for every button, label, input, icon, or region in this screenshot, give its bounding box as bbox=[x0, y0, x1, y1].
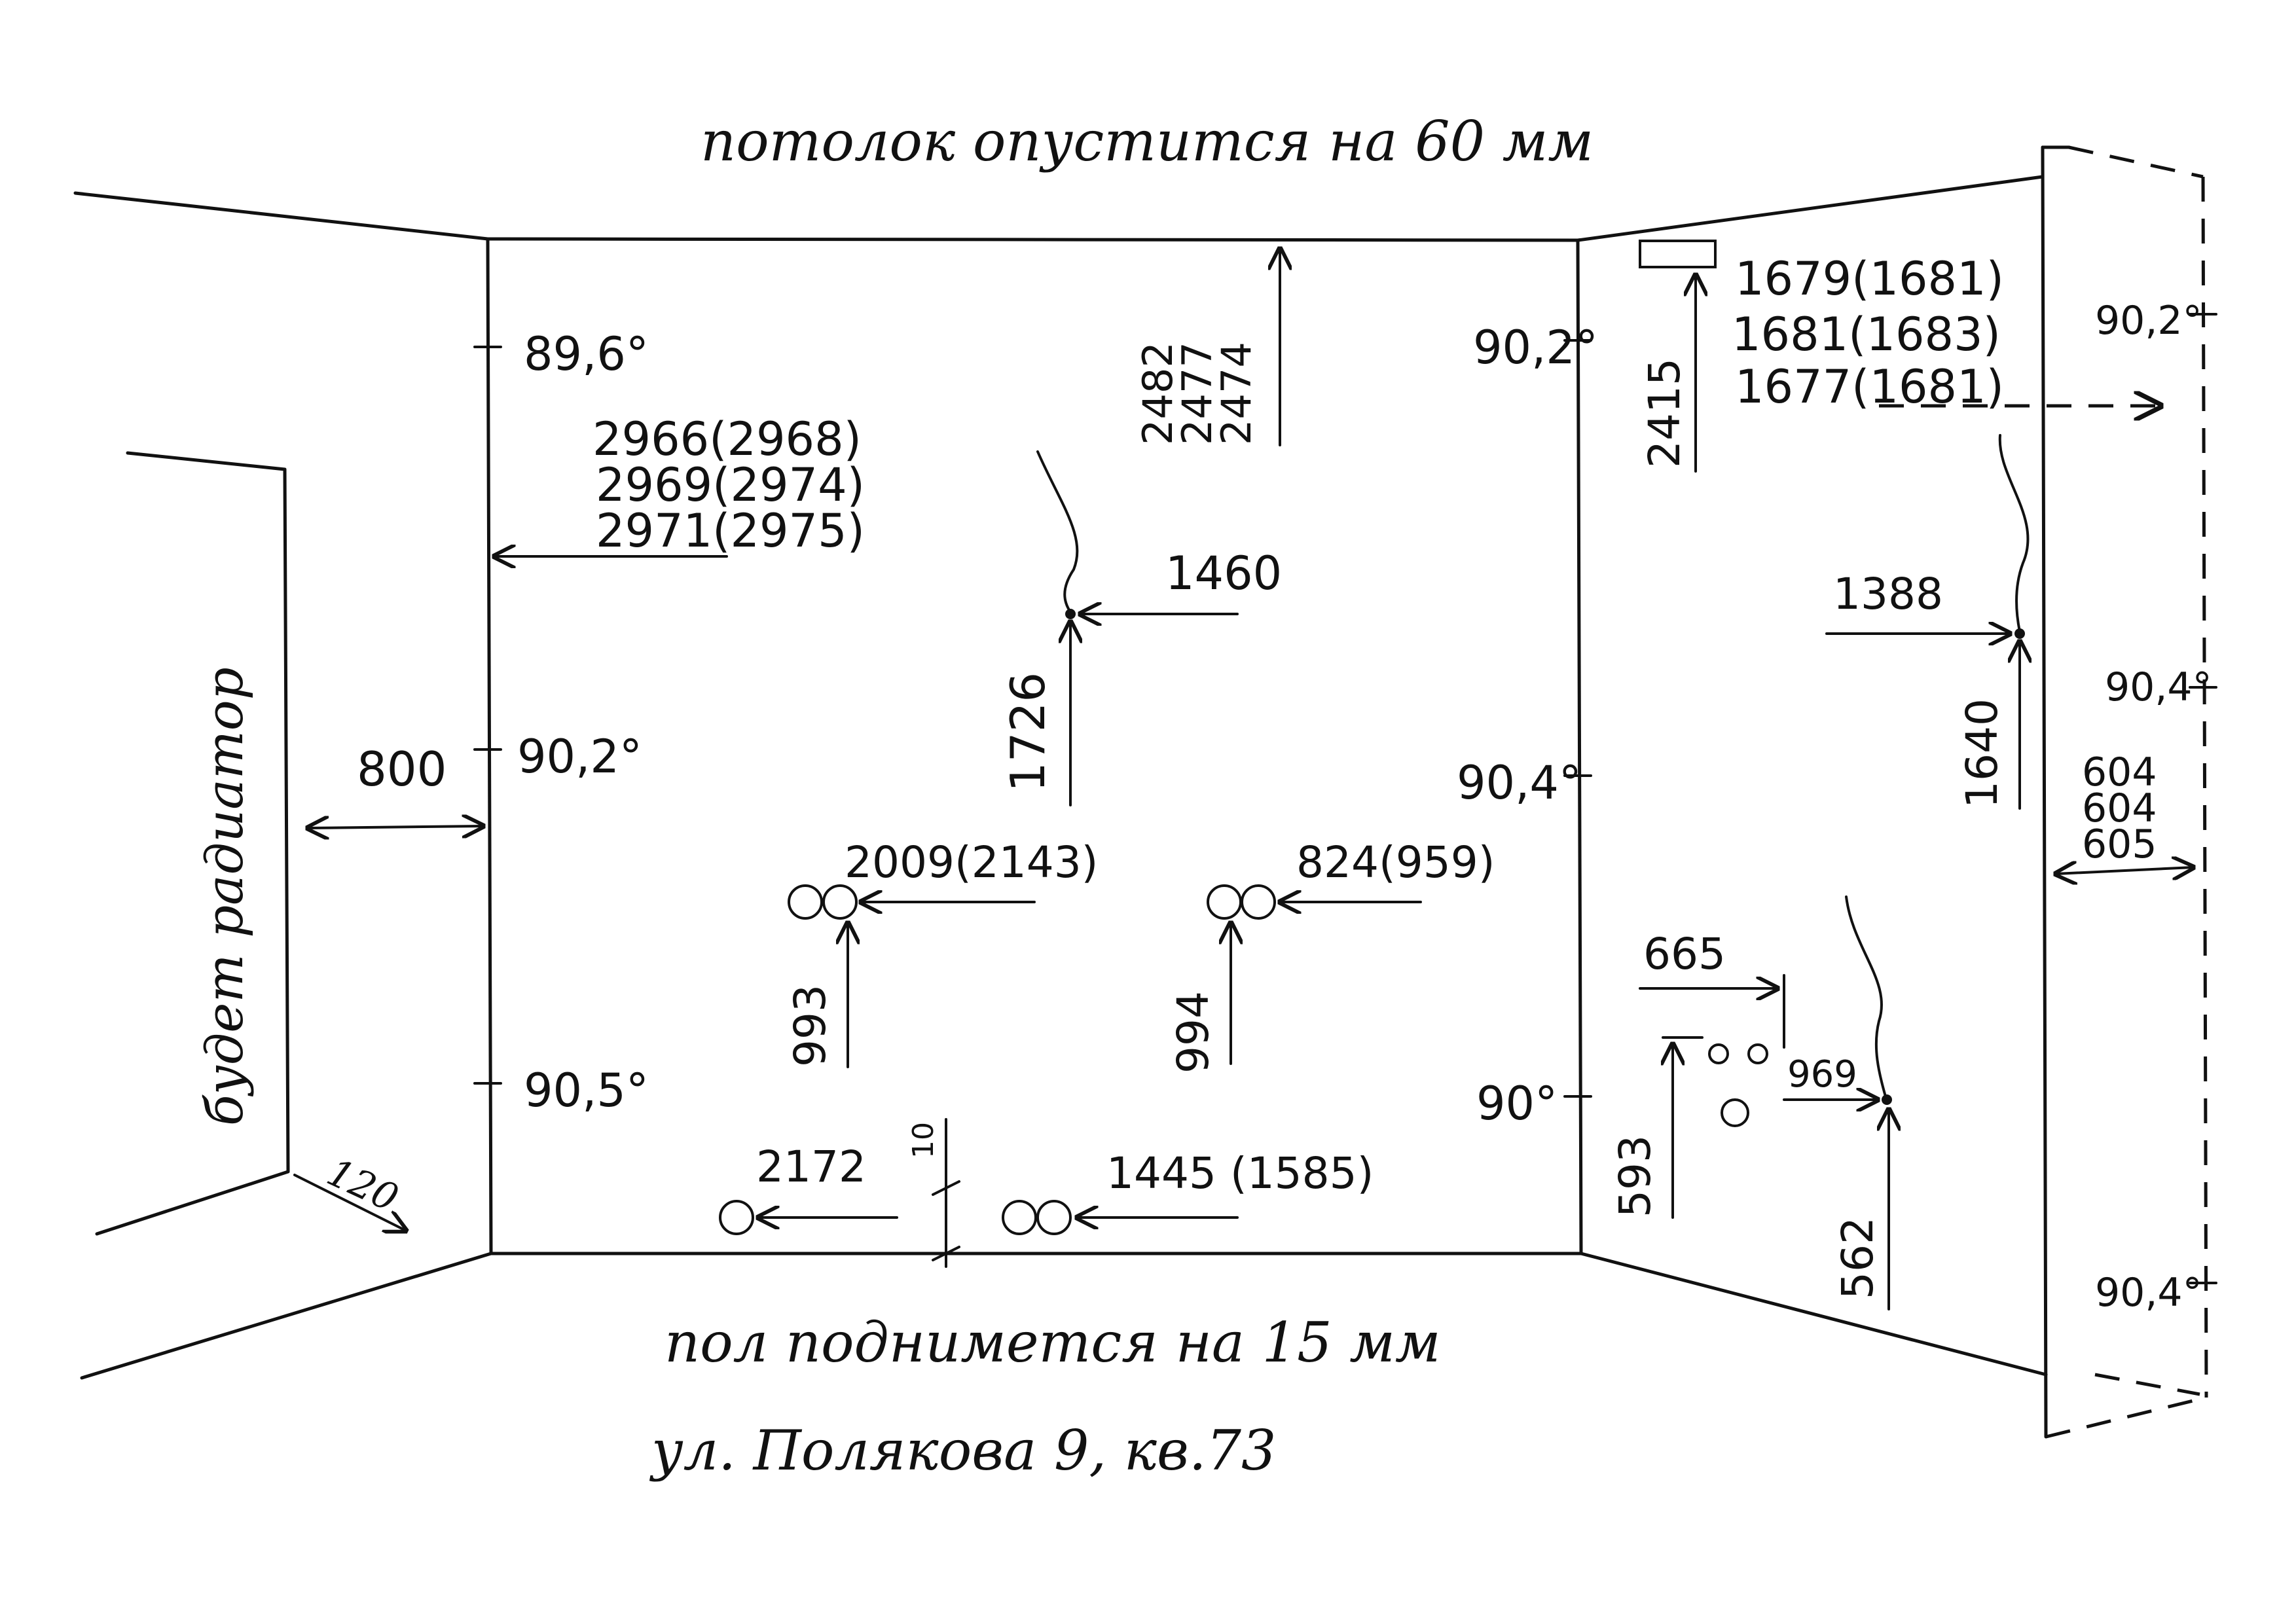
outlet-1388: 1388 1640 bbox=[1825, 434, 2030, 810]
dim-824: 824(959) bbox=[1296, 837, 1495, 888]
right-wall-sockets: 665 593 969 562 bbox=[1610, 895, 1892, 1310]
box-left-edge bbox=[2041, 145, 2048, 1439]
ceiling-note: потолок опустится на 60 мм bbox=[701, 109, 1594, 173]
angle-90-4-mid: 90,4° bbox=[1457, 756, 1582, 810]
pipes-2009: 2009(2143) 993 bbox=[785, 837, 1098, 1068]
socket-1 bbox=[1708, 1043, 1729, 1064]
left-wall-top-edge bbox=[73, 191, 490, 241]
step-tick-bottom bbox=[932, 1246, 960, 1261]
angle-90-2-right: 90,2° bbox=[1473, 321, 1598, 374]
dim-1388: 1388 bbox=[1833, 569, 1943, 619]
left-corner-angles: 89,6° 90,2° 90,5° bbox=[473, 327, 649, 1117]
pipe-single bbox=[719, 1200, 754, 1235]
pipe-left bbox=[1207, 884, 1242, 920]
box-right-edge bbox=[2201, 176, 2208, 1398]
back-wall-left-corner bbox=[486, 237, 493, 1255]
pipe-right bbox=[1036, 1200, 1072, 1235]
dim-969: 969 bbox=[1787, 1053, 1857, 1096]
angle-90-4-far2: 90,4° bbox=[2095, 1270, 2202, 1316]
dim-1640: 1640 bbox=[1957, 698, 2007, 808]
left-wall-bottom-edge bbox=[80, 1252, 493, 1380]
height-1: 2966(2968) bbox=[592, 412, 862, 466]
wire-curve bbox=[1036, 450, 1079, 613]
dim-993: 993 bbox=[785, 984, 835, 1067]
arrow-604 bbox=[2056, 867, 2193, 874]
dim-665: 665 bbox=[1643, 929, 1726, 979]
right-corner-angles: 90,2° 90,4° 90° bbox=[1457, 321, 1598, 1130]
step-tick-top bbox=[932, 1180, 960, 1196]
angle-90-2-left: 90,2° bbox=[517, 730, 642, 784]
dim-800-arrow bbox=[308, 826, 483, 828]
socket-2 bbox=[1747, 1043, 1768, 1064]
pipe-right bbox=[1241, 884, 1276, 920]
right-wall-floor bbox=[1579, 1252, 2048, 1377]
floor-pipes: 2172 10 1445 (1585) bbox=[719, 1118, 1374, 1268]
angle-90-5: 90,5° bbox=[524, 1064, 649, 1117]
right-wall-height-block: 1679(1681) 1681(1683) 1677(1681) 2415 bbox=[1639, 252, 2160, 473]
dim-994: 994 bbox=[1168, 991, 1218, 1074]
height-3: 2971(2975) bbox=[596, 504, 865, 558]
col-height-2: 2477 bbox=[1173, 342, 1221, 445]
floor-note: пол поднимется на 15 мм bbox=[665, 1310, 1441, 1375]
height-2: 2969(2974) bbox=[596, 458, 865, 512]
ceiling-beam bbox=[1639, 240, 1717, 268]
wire-curve bbox=[1998, 434, 2030, 633]
room-height-block: 2966(2968) 2969(2974) 2971(2975) bbox=[494, 412, 865, 558]
far-2: 604 bbox=[2082, 785, 2157, 831]
column-height-block: 2482 2477 2474 bbox=[1134, 249, 1280, 446]
box-floor-dashed bbox=[2094, 1373, 2200, 1396]
rh-2: 1681(1683) bbox=[1732, 308, 2001, 361]
right-wall-ceiling bbox=[1576, 175, 2045, 242]
back-wall-right-corner bbox=[1576, 238, 1583, 1255]
pipe-left bbox=[1002, 1200, 1037, 1235]
box-top-dashed bbox=[2068, 145, 2204, 179]
radiator-note: будет радиатор bbox=[196, 667, 255, 1126]
pipe-right bbox=[822, 884, 858, 920]
dim-593: 593 bbox=[1610, 1135, 1660, 1218]
dim-10: 10 bbox=[907, 1122, 940, 1159]
angle-90-2-far: 90,2° bbox=[2095, 298, 2202, 344]
right-wall-box bbox=[2041, 145, 2208, 1439]
rh-3: 1677(1681) bbox=[1735, 360, 2004, 414]
doorway-depth-arrow bbox=[293, 1174, 406, 1231]
pipes-824: 824(959) 994 bbox=[1168, 837, 1495, 1074]
dim-1726: 1726 bbox=[1000, 672, 1055, 792]
dim-1460: 1460 bbox=[1165, 547, 1282, 600]
wire-curve bbox=[1845, 895, 1887, 1098]
outlet-point bbox=[1882, 1094, 1892, 1105]
outlet-point bbox=[2014, 628, 2025, 639]
dim-2009: 2009(2143) bbox=[845, 837, 1098, 888]
far-3: 605 bbox=[2082, 821, 2157, 867]
socket-3 bbox=[1721, 1098, 1749, 1127]
col-height-1: 2482 bbox=[1134, 342, 1182, 445]
pipe-left bbox=[788, 884, 823, 920]
back-wall-ceiling bbox=[486, 237, 1580, 242]
dim-2172: 2172 bbox=[756, 1142, 866, 1192]
room-outline bbox=[73, 175, 2048, 1380]
angle-89-6: 89,6° bbox=[524, 327, 649, 381]
angle-90: 90° bbox=[1476, 1077, 1558, 1130]
address-note: ул. Полякова 9, кв.73 bbox=[649, 1418, 1276, 1483]
dim-1445: 1445 (1585) bbox=[1106, 1148, 1374, 1199]
dim-562: 562 bbox=[1832, 1217, 1883, 1299]
far-box-labels: 90,2° 90,4° 604 604 605 90,4° bbox=[2056, 298, 2217, 1316]
box-bottom-dashed bbox=[2045, 1396, 2207, 1439]
rh-1: 1679(1681) bbox=[1735, 252, 2004, 306]
outlet-point bbox=[1065, 609, 1076, 619]
doorway-outline bbox=[95, 451, 290, 1236]
dim-2415: 2415 bbox=[1639, 358, 1690, 468]
far-1: 604 bbox=[2082, 749, 2157, 795]
outlet-1460: 1460 1726 bbox=[1000, 450, 1282, 806]
dim-800: 800 bbox=[357, 742, 446, 797]
col-height-3: 2474 bbox=[1212, 342, 1260, 445]
